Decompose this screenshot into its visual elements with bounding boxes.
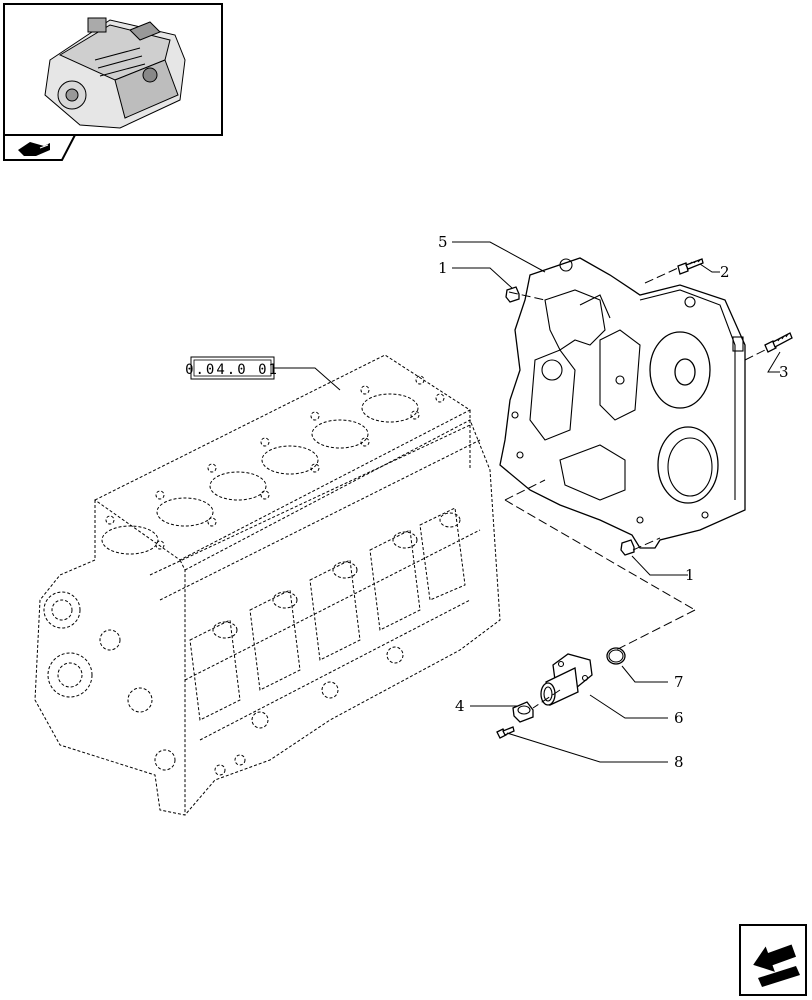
engine-block-outline (34, 354, 501, 816)
callout-1-upper[interactable]: 1 (438, 259, 448, 277)
callout-5[interactable]: 5 (438, 233, 448, 251)
nut-1-lower-part (620, 539, 635, 556)
callout-4[interactable]: 4 (455, 697, 465, 715)
callout-7[interactable]: 7 (674, 673, 684, 691)
reference-label-box[interactable]: 0.04.0 01 (185, 356, 341, 391)
leader-lines (452, 241, 781, 763)
callout-6[interactable]: 6 (674, 709, 684, 727)
back-arrow-icon[interactable] (739, 924, 807, 996)
callout-8[interactable]: 8 (674, 753, 684, 771)
screw-8-part (496, 726, 515, 739)
bolt-2-part (677, 258, 704, 275)
callout-2[interactable]: 2 (720, 263, 730, 281)
bolt-3-part (764, 332, 793, 353)
engine-thumbnail-icon[interactable] (3, 3, 223, 136)
plug-4-part (512, 701, 534, 723)
reference-label: 0.04.0 01 (185, 362, 279, 378)
book-section-icon[interactable] (3, 134, 77, 161)
nut-1-upper-part (505, 286, 520, 303)
assembly-guide-lines (504, 267, 766, 709)
sleeve-6-part (540, 653, 593, 706)
timing-cover-part (499, 257, 746, 549)
callout-1-lower[interactable]: 1 (685, 566, 695, 584)
callout-labels: 5 1 2 3 1 7 4 6 8 (438, 233, 789, 771)
callout-3[interactable]: 3 (779, 363, 789, 381)
o-ring-7-part (606, 647, 626, 665)
